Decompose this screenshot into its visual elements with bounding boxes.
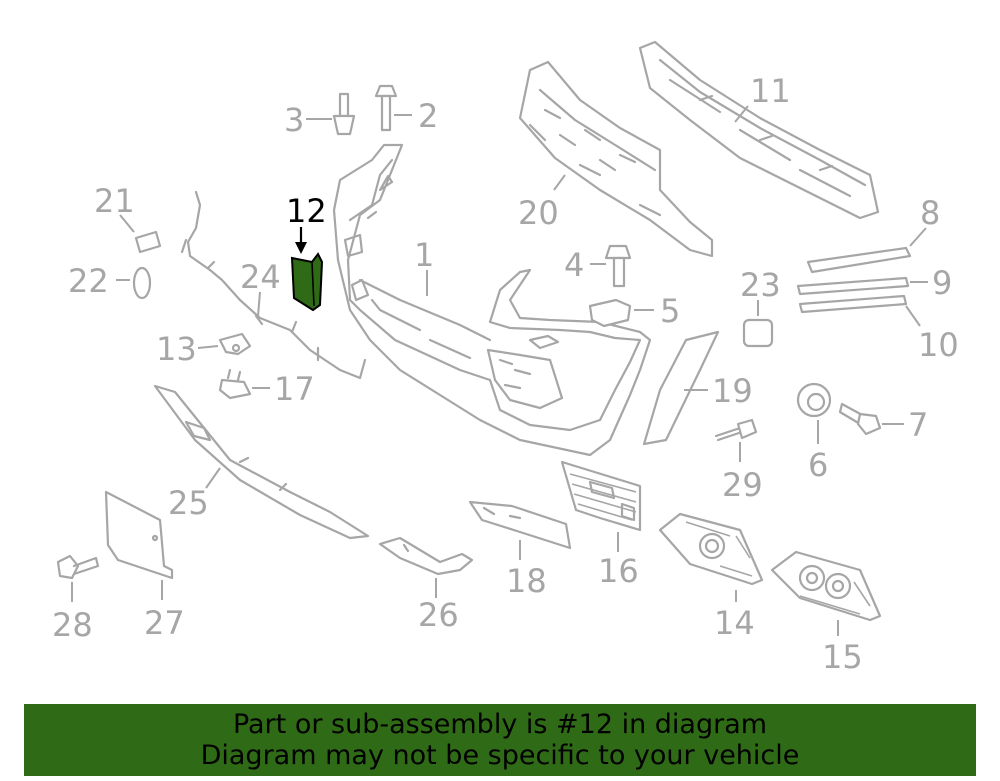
label-23: 23	[740, 266, 781, 304]
label-9: 9	[932, 264, 952, 302]
label-10: 10	[918, 326, 959, 364]
part-7-bolt[interactable]	[838, 402, 882, 436]
label-11: 11	[750, 72, 791, 110]
part-3-clip[interactable]	[332, 92, 356, 136]
label-15: 15	[822, 638, 863, 676]
part-6-sensor-ring[interactable]	[796, 382, 832, 418]
label-16: 16	[598, 552, 639, 590]
part-16-grille-insert[interactable]	[560, 460, 642, 532]
label-20: 20	[518, 194, 559, 232]
label-24: 24	[240, 258, 281, 296]
label-14: 14	[714, 604, 755, 642]
label-28: 28	[52, 606, 93, 644]
label-17: 17	[274, 370, 315, 408]
part-11-impact-bar[interactable]	[638, 40, 880, 220]
label-3: 3	[284, 101, 304, 139]
part-22-ring[interactable]	[132, 266, 152, 300]
part-17-sensor[interactable]	[218, 368, 252, 400]
banner-line-2: Diagram may not be specific to your vehi…	[200, 740, 800, 771]
part-15-fog-lamp-surround[interactable]	[770, 550, 882, 622]
part-21-block[interactable]	[134, 230, 162, 254]
banner-line-1: Part or sub-assembly is #12 in diagram	[232, 709, 768, 740]
label-1: 1	[414, 236, 434, 274]
label-13: 13	[156, 330, 197, 368]
part-18-lower-grille[interactable]	[468, 500, 572, 550]
part-1-bumper-cover[interactable]	[332, 143, 652, 457]
info-banner: Part or sub-assembly is #12 in diagram D…	[24, 704, 976, 776]
part-27-license-bracket[interactable]	[104, 490, 174, 580]
label-2: 2	[418, 97, 438, 135]
part-28-bolt[interactable]	[56, 554, 100, 580]
part-9-trim-strip[interactable]	[796, 276, 910, 296]
label-4: 4	[564, 246, 584, 284]
part-20-absorber[interactable]	[518, 60, 714, 258]
part-25-lower-spoiler[interactable]	[153, 384, 370, 540]
label-6: 6	[808, 446, 828, 484]
part-23-cap[interactable]	[742, 318, 774, 348]
part-26-trim-strip[interactable]	[378, 536, 474, 576]
parts-diagram: 11 20 2 3 1 12	[52, 40, 959, 676]
part-13-sensor-bracket[interactable]	[218, 332, 252, 356]
label-5: 5	[660, 292, 680, 330]
part-24-wiring-harness[interactable]	[180, 190, 367, 380]
label-25: 25	[168, 484, 209, 522]
part-29-pin[interactable]	[714, 418, 758, 442]
part-14-fog-lamp-surround[interactable]	[658, 512, 764, 586]
part-5-bracket[interactable]	[588, 298, 632, 328]
label-7: 7	[908, 406, 928, 444]
part-19-side-strip[interactable]	[642, 330, 720, 446]
label-29: 29	[722, 466, 763, 504]
part-10-trim-strip[interactable]	[798, 294, 908, 314]
label-8: 8	[920, 194, 940, 232]
label-21: 21	[94, 182, 135, 220]
part-8-trim-strip[interactable]	[806, 246, 912, 274]
label-22: 22	[68, 262, 109, 300]
label-26: 26	[418, 596, 459, 634]
label-12: 12	[286, 192, 327, 230]
part-12-bracket[interactable]	[290, 252, 324, 312]
part-2-bolt[interactable]	[374, 84, 398, 132]
label-19: 19	[712, 372, 753, 410]
label-18: 18	[506, 562, 547, 600]
part-4-bolt[interactable]	[604, 244, 632, 288]
label-27: 27	[144, 604, 185, 642]
